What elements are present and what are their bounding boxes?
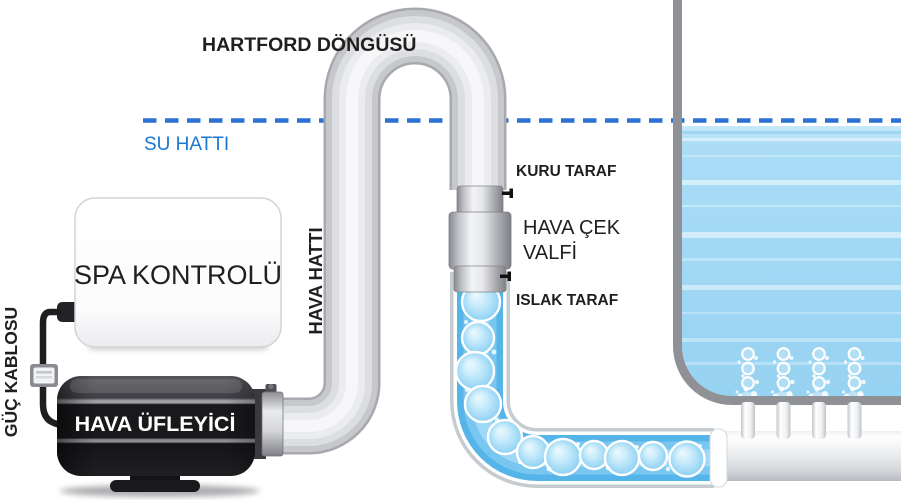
spa-control-port: [57, 302, 79, 322]
tub-wall: [673, 0, 901, 405]
check-valve-label-line2: VALFİ: [523, 241, 577, 264]
blower-foot-neck: [130, 474, 180, 483]
air-blower: HAVA ÜFLEYİCİ: [57, 376, 284, 497]
hot-tub-water: [682, 126, 901, 404]
diagram-labels: HARTFORD DÖNGÜSÜ SU HATTI SPA KONTROLÜ H…: [1, 33, 621, 437]
water-line-label: SU HATTI: [144, 134, 229, 155]
title-hartford-loop: HARTFORD DÖNGÜSÜ: [202, 33, 417, 56]
air-check-valve: [448, 185, 513, 293]
check-valve-label-line1: HAVA ÇEK: [523, 217, 621, 239]
valve-bleed-fitting-dry: [502, 188, 513, 198]
spa-control-label: SPA KONTROLÜ: [74, 260, 282, 290]
power-cable: [30, 308, 76, 433]
valve-bleed-fitting-wet: [500, 271, 511, 281]
water-ripple-stripes: [682, 131, 901, 365]
blower-hose-clamp: [261, 391, 284, 457]
air-line-label: HAVA HATTI: [305, 227, 326, 334]
power-plug: [30, 364, 58, 387]
hartford-loop-pipe: [281, 7, 507, 455]
pipe-coupling: [709, 428, 728, 488]
power-cable-label: GÜÇ KABLOSU: [1, 307, 21, 437]
blower-label: HAVA ÜFLEYİCİ: [75, 411, 236, 436]
blower-foot-base: [110, 480, 200, 492]
wet-side-label: ISLAK TARAF: [516, 292, 618, 309]
air-manifold-pipe: [705, 431, 901, 481]
pipe-bubbles: [454, 281, 706, 478]
dry-side-label: KURU TARAF: [516, 163, 616, 180]
wet-side-pipe: [450, 272, 728, 488]
spa-control-box: [57, 197, 282, 350]
